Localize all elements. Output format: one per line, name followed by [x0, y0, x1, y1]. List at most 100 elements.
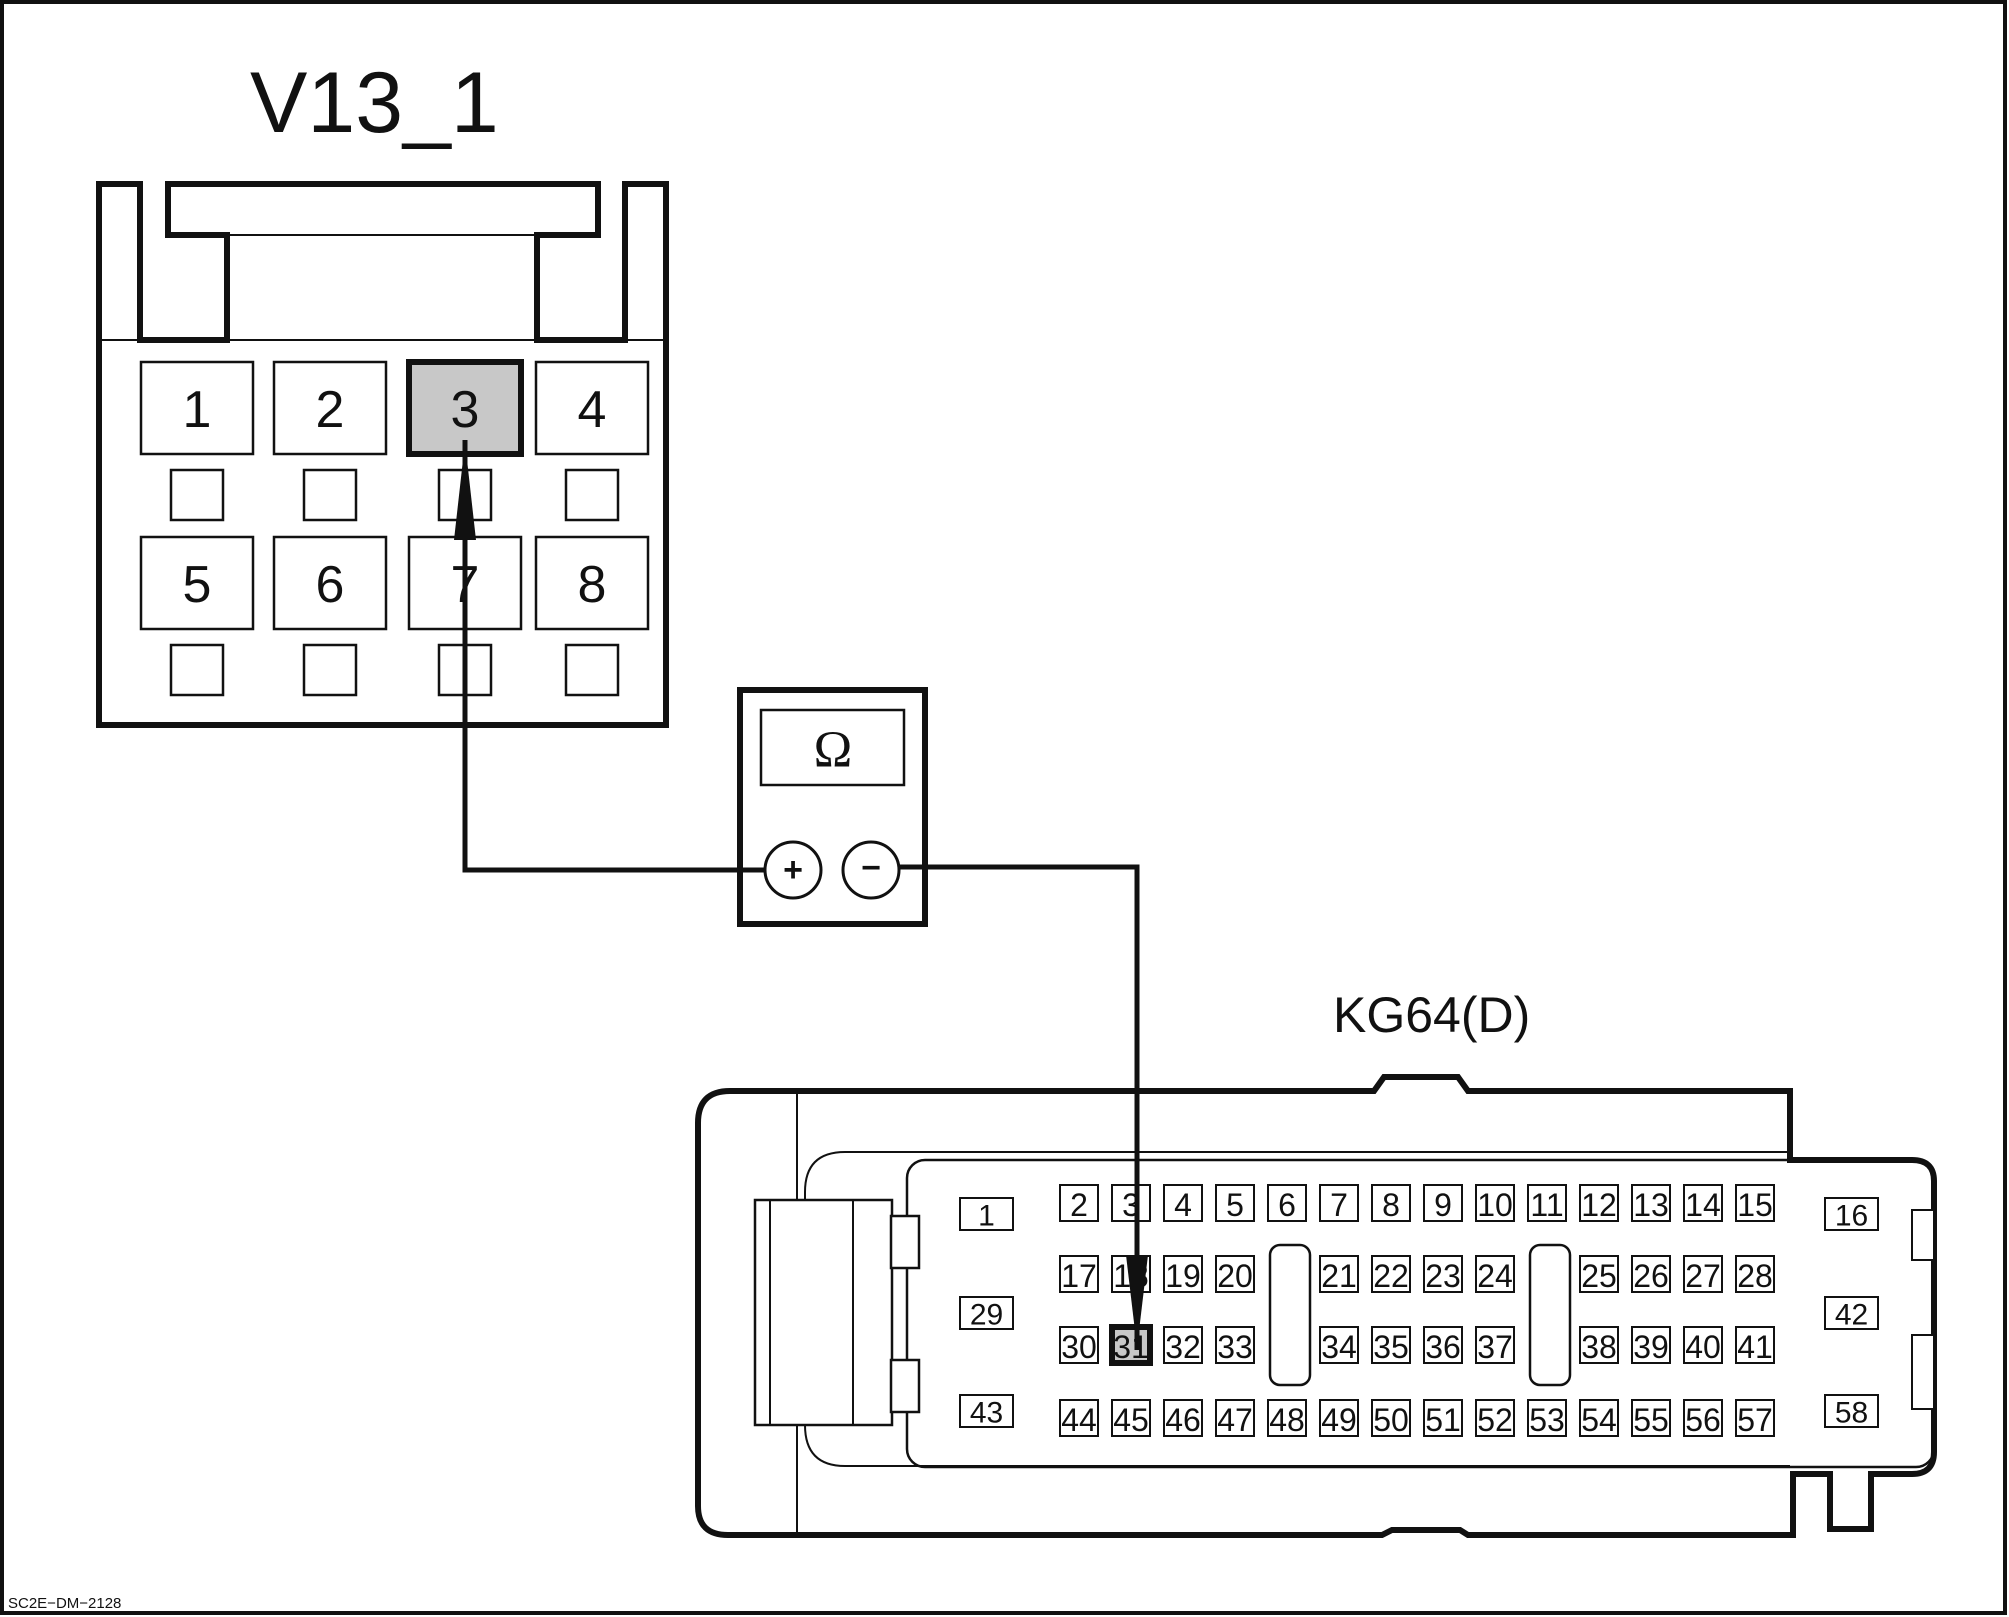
kg64-pin-25: 25 — [1579, 1255, 1619, 1294]
kg64-latch — [753, 1198, 894, 1427]
kg64-pin-12: 12 — [1579, 1184, 1619, 1223]
kg64-pin-label: 19 — [1165, 1258, 1201, 1294]
kg64-pin-23: 23 — [1423, 1255, 1463, 1294]
kg64-pin-label: 15 — [1737, 1187, 1773, 1223]
plus-probe-tip — [454, 442, 476, 540]
v13-terminal-slot — [564, 643, 620, 697]
kg64-pin-54: 54 — [1579, 1399, 1619, 1438]
v13-terminal-slot — [169, 643, 225, 697]
kg64-pin-45: 45 — [1111, 1399, 1151, 1438]
v13-terminal-slot — [564, 468, 620, 522]
kg64-pin-19: 19 — [1163, 1255, 1203, 1294]
kg64-pin-41: 41 — [1735, 1326, 1775, 1365]
kg64-pin-label: 12 — [1581, 1187, 1617, 1223]
v13-pin-label: 8 — [578, 556, 607, 614]
kg64-pin-22: 22 — [1371, 1255, 1411, 1294]
kg64-pin-28: 28 — [1735, 1255, 1775, 1294]
kg64-pin-52: 52 — [1475, 1399, 1515, 1438]
kg64-pin-label: 27 — [1685, 1258, 1721, 1294]
kg64-pin-label: 38 — [1581, 1329, 1617, 1365]
minus-probe-tip — [1126, 1255, 1148, 1348]
kg64-pin-48: 48 — [1267, 1399, 1307, 1438]
kg64-pin-label: 30 — [1061, 1329, 1097, 1365]
kg64-pin-58: 58 — [1824, 1394, 1879, 1430]
minus-terminal-label: − — [861, 849, 881, 887]
kg64-pin-label: 28 — [1737, 1258, 1773, 1294]
kg64-pin-label: 37 — [1477, 1329, 1513, 1365]
kg64-pin-13: 13 — [1631, 1184, 1671, 1223]
v13-pin-4: 4 — [534, 360, 650, 522]
probe-wires — [454, 440, 1148, 1350]
v13-pin-label: 5 — [183, 556, 212, 614]
kg64-pin-label: 48 — [1269, 1402, 1305, 1438]
kg64-pin-40: 40 — [1683, 1326, 1723, 1365]
kg64-pin-39: 39 — [1631, 1326, 1671, 1365]
kg64-pin-label: 36 — [1425, 1329, 1461, 1365]
kg64-pin-label: 8 — [1382, 1187, 1400, 1223]
kg64-pin-31: 31 — [1109, 1324, 1153, 1366]
kg64-pin-label: 56 — [1685, 1402, 1721, 1438]
kg64-pin-label: 22 — [1373, 1258, 1409, 1294]
kg64-pin-label: 26 — [1633, 1258, 1669, 1294]
kg64-pin-label: 35 — [1373, 1329, 1409, 1365]
v13-pin-6: 6 — [272, 535, 388, 697]
kg64-pin-label: 46 — [1165, 1402, 1201, 1438]
kg64-pin-label: 4 — [1174, 1187, 1192, 1223]
kg64-pin-46: 46 — [1163, 1399, 1203, 1438]
kg64-pin-53: 53 — [1527, 1399, 1567, 1438]
connector-v13-title: V13_1 — [250, 55, 499, 151]
kg64-pin-51: 51 — [1423, 1399, 1463, 1438]
kg64-pin-label: 33 — [1217, 1329, 1253, 1365]
kg64-pin-label: 51 — [1425, 1402, 1461, 1438]
v13-terminal-slot — [302, 468, 358, 522]
kg64-pin-1: 1 — [959, 1197, 1014, 1233]
minus-lead — [899, 864, 1140, 1350]
kg64-pin-label: 7 — [1330, 1187, 1348, 1223]
v13-pin-5: 5 — [139, 535, 255, 697]
kg64-pin-label: 16 — [1835, 1200, 1868, 1233]
kg64-pin-label: 34 — [1321, 1329, 1357, 1365]
ohmmeter: Ω + − — [737, 687, 928, 927]
minus-terminal — [841, 840, 901, 900]
kg64-pin-36: 36 — [1423, 1326, 1463, 1365]
v13-pin-2: 2 — [272, 360, 388, 522]
kg64-pin-label: 32 — [1165, 1329, 1201, 1365]
kg64-pin-56: 56 — [1683, 1399, 1723, 1438]
kg64-pin-24: 24 — [1475, 1255, 1515, 1294]
kg64-pin-37: 37 — [1475, 1326, 1515, 1365]
kg64-pin-10: 10 — [1475, 1184, 1515, 1223]
kg64-pin-label: 23 — [1425, 1258, 1461, 1294]
kg64-pin-label: 9 — [1434, 1187, 1452, 1223]
kg64-pin-5: 5 — [1215, 1184, 1255, 1223]
kg64-pin-44: 44 — [1059, 1399, 1099, 1438]
kg64-pin-26: 26 — [1631, 1255, 1671, 1294]
kg64-pin-33: 33 — [1215, 1326, 1255, 1365]
kg64-pin-label: 58 — [1835, 1397, 1868, 1430]
kg64-pin-9: 9 — [1423, 1184, 1463, 1223]
v13-pin-8: 8 — [534, 535, 650, 697]
plus-lead — [462, 440, 765, 873]
kg64-pin-label: 55 — [1633, 1402, 1669, 1438]
kg64-pin-55: 55 — [1631, 1399, 1671, 1438]
kg64-pin-6: 6 — [1267, 1184, 1307, 1223]
kg64-pin-label: 47 — [1217, 1402, 1253, 1438]
plus-terminal-label: + — [783, 851, 803, 889]
ohm-icon: Ω — [814, 722, 853, 779]
kg64-pin-8: 8 — [1371, 1184, 1411, 1223]
v13-terminal-slot — [302, 643, 358, 697]
kg64-pin-2: 2 — [1059, 1184, 1099, 1223]
kg64-pin-label: 52 — [1477, 1402, 1513, 1438]
kg64-pin-label: 29 — [970, 1299, 1003, 1332]
kg64-pin-label: 2 — [1070, 1187, 1088, 1223]
v13-pin-1: 1 — [139, 360, 255, 522]
kg64-pin-label: 43 — [970, 1397, 1003, 1430]
kg64-pin-label: 42 — [1835, 1299, 1868, 1332]
kg64-pin-label: 14 — [1685, 1187, 1721, 1223]
kg64-pin-14: 14 — [1683, 1184, 1723, 1223]
kg64-pin-38: 38 — [1579, 1326, 1619, 1365]
v13-pin-label: 2 — [316, 381, 345, 439]
kg64-pin-label: 31 — [1113, 1329, 1149, 1365]
kg64-pin-16: 16 — [1824, 1197, 1879, 1233]
kg64-pin-label: 6 — [1278, 1187, 1296, 1223]
